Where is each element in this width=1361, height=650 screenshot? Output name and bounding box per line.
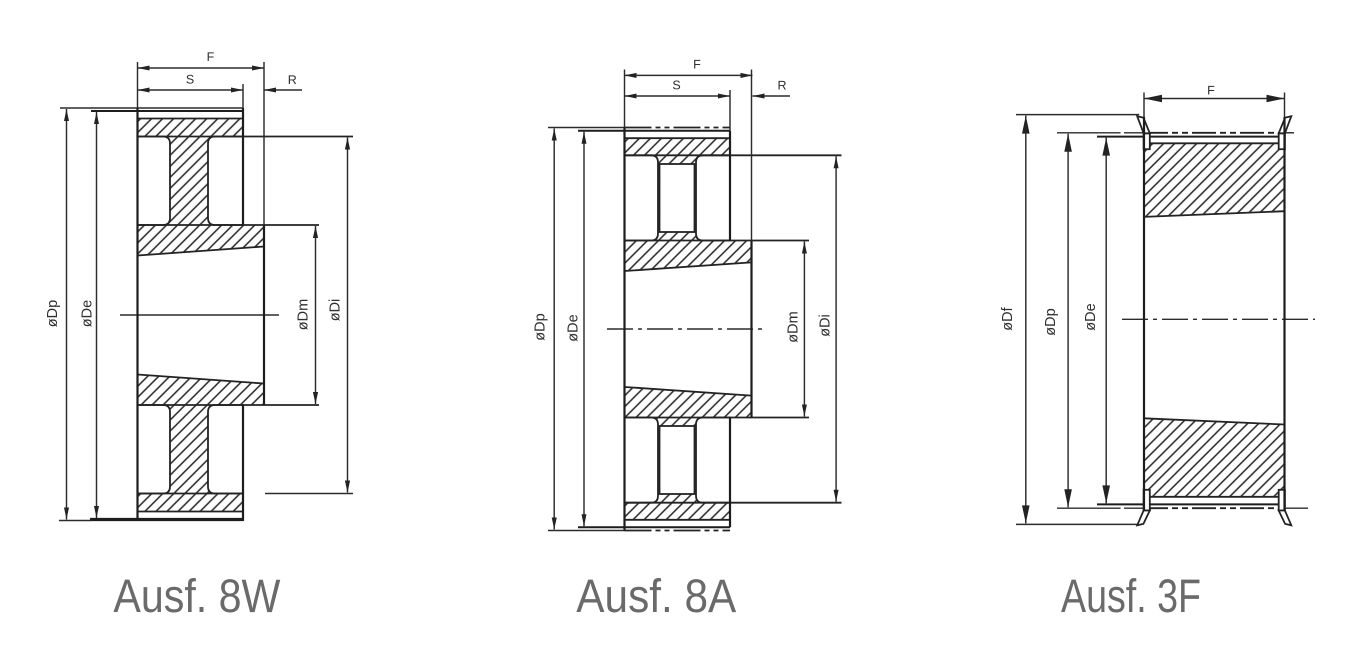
svg-text:S: S <box>186 72 194 86</box>
svg-text:øDm: øDm <box>296 299 312 330</box>
svg-text:øDi: øDi <box>328 299 344 322</box>
svg-text:Ausf. 8W: Ausf. 8W <box>113 569 281 622</box>
svg-text:F: F <box>1207 83 1215 97</box>
svg-text:øDp: øDp <box>45 300 61 327</box>
svg-text:øDp: øDp <box>1043 308 1059 335</box>
svg-text:øDm: øDm <box>786 311 802 342</box>
svg-text:R: R <box>777 78 786 92</box>
svg-text:øDf: øDf <box>1000 306 1016 330</box>
svg-text:øDp: øDp <box>533 313 549 340</box>
svg-text:R: R <box>288 73 297 87</box>
svg-text:øDe: øDe <box>566 314 582 341</box>
svg-text:Ausf. 3F: Ausf. 3F <box>1061 569 1201 622</box>
svg-text:øDe: øDe <box>1083 303 1099 330</box>
svg-text:F: F <box>693 57 701 71</box>
svg-text:øDi: øDi <box>818 314 834 337</box>
svg-text:S: S <box>672 78 680 92</box>
svg-text:øDe: øDe <box>80 300 96 327</box>
svg-text:F: F <box>207 50 215 64</box>
svg-text:Ausf. 8A: Ausf. 8A <box>576 569 737 622</box>
